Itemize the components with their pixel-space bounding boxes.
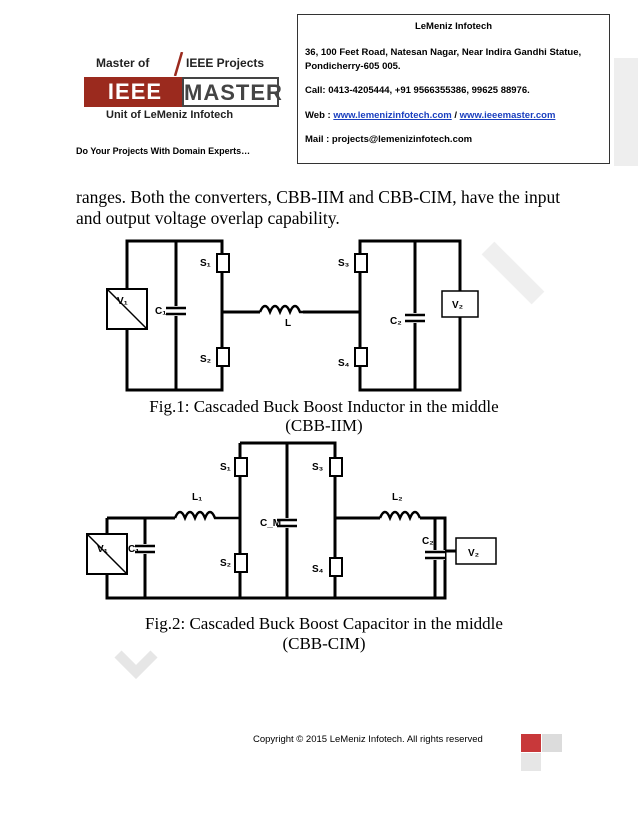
label-v2: V₂ xyxy=(452,300,463,311)
label-l2: L₂ xyxy=(392,492,403,503)
contact-info-box: LeMeniz Infotech 36, 100 Feet Road, Nate… xyxy=(297,14,610,164)
inductor-l xyxy=(258,304,303,316)
switch-s1 xyxy=(216,253,230,273)
email-line: Mail : projects@lemenizinfotech.com xyxy=(305,134,473,145)
label-s1: S₁ xyxy=(200,258,211,269)
capacitor-c2 xyxy=(405,313,425,323)
capacitor-cm xyxy=(277,518,297,528)
side-decoration xyxy=(614,58,638,166)
label-s3: S₃ xyxy=(338,258,350,269)
label-s3: S₃ xyxy=(312,462,324,473)
figure-2-caption-line-1: Fig.2: Cascaded Buck Boost Capacitor in … xyxy=(145,614,503,633)
figure-2-caption-line-2: (CBB-CIM) xyxy=(282,634,366,653)
switch-s2 xyxy=(216,347,230,367)
source-v1 xyxy=(106,288,148,330)
label-l1: L₁ xyxy=(192,492,202,503)
figure-1-caption-line-2: (CBB-IIM) xyxy=(285,416,363,435)
web-label: Web : xyxy=(305,110,334,121)
capacitor-c1 xyxy=(135,544,155,554)
switch-s1 xyxy=(234,457,248,477)
logo-bar-right: MASTER xyxy=(182,77,282,107)
label-c2: C₂ xyxy=(390,316,402,327)
label-l: L xyxy=(285,318,291,329)
label-v1: V₁ xyxy=(117,296,128,307)
watermark-chevron-down-icon xyxy=(114,650,158,680)
company-name: LeMeniz Infotech xyxy=(414,21,493,32)
label-c1: C₁ xyxy=(155,306,166,317)
label-c1: C₁ xyxy=(128,544,139,555)
watermark-chevron-icon xyxy=(481,241,545,305)
logo-top-row: Master of IEEE Projects xyxy=(84,52,279,76)
footer-red-square xyxy=(521,734,541,752)
tagline: Do Your Projects With Domain Experts… xyxy=(76,146,251,156)
web-line: Web : www.lemenizinfotech.com / www.ieee… xyxy=(305,110,555,121)
figure-2-circuit: V₁ V₂ C₁ C₂ C_M L₁ L₂ S₁ S₂ S₃ S₄ xyxy=(86,441,497,600)
label-s1: S₁ xyxy=(220,462,231,473)
logo-bar-left: IEEE xyxy=(84,77,186,107)
web-link-lemeniz[interactable]: www.lemenizinfotech.com xyxy=(333,110,452,121)
figure-1-circuit: V₁ V₂ C₁ C₂ L S₁ S₂ S₃ S₄ xyxy=(106,239,479,392)
logo-slash-icon xyxy=(173,52,184,76)
label-s2: S₂ xyxy=(200,354,211,365)
inductor-l1 xyxy=(173,510,240,522)
ieee-master-logo: Master of IEEE Projects IEEE MASTER Unit… xyxy=(84,52,282,122)
address-line-1: 36, 100 Feet Road, Natesan Nagar, Near I… xyxy=(305,47,582,58)
label-s2: S₂ xyxy=(220,558,231,569)
phone-numbers: Call: 0413-4205444, +91 9566355386, 9962… xyxy=(305,85,530,96)
body-paragraph: ranges. Both the converters, CBB-IIM and… xyxy=(76,187,561,228)
footer-gray-square xyxy=(542,734,562,752)
label-v1: V₁ xyxy=(97,544,108,555)
source-v1 xyxy=(86,533,128,575)
switch-s3 xyxy=(329,457,343,477)
logo-bar: IEEE MASTER xyxy=(84,77,282,107)
switch-s4 xyxy=(329,557,343,577)
footer-light-square xyxy=(521,753,541,771)
address-line-2: Pondicherry-605 005. xyxy=(305,61,401,72)
inductor-l2 xyxy=(378,510,422,522)
label-cm: C_M xyxy=(260,518,281,529)
logo-unit-text: Unit of LeMeniz Infotech xyxy=(106,109,234,121)
source-v2 xyxy=(441,290,479,318)
figure-1-caption-line-1: Fig.1: Cascaded Buck Boost Inductor in t… xyxy=(149,397,499,416)
label-s4: S₄ xyxy=(312,564,324,575)
label-c2: C₂ xyxy=(422,536,434,547)
label-v2: V₂ xyxy=(468,548,479,559)
label-s4: S₄ xyxy=(338,358,350,369)
capacitor-c2 xyxy=(425,550,445,560)
web-link-ieeemaster[interactable]: www.ieeemaster.com xyxy=(459,110,556,121)
logo-top-left: Master of xyxy=(96,56,150,70)
switch-s4 xyxy=(354,347,368,367)
switch-s2 xyxy=(234,553,248,573)
capacitor-c1 xyxy=(166,306,186,316)
switch-s3 xyxy=(354,253,368,273)
web-separator: / xyxy=(451,110,460,121)
logo-top-right: IEEE Projects xyxy=(186,56,265,70)
copyright-footer: Copyright © 2015 LeMeniz Infotech. All r… xyxy=(253,734,483,745)
